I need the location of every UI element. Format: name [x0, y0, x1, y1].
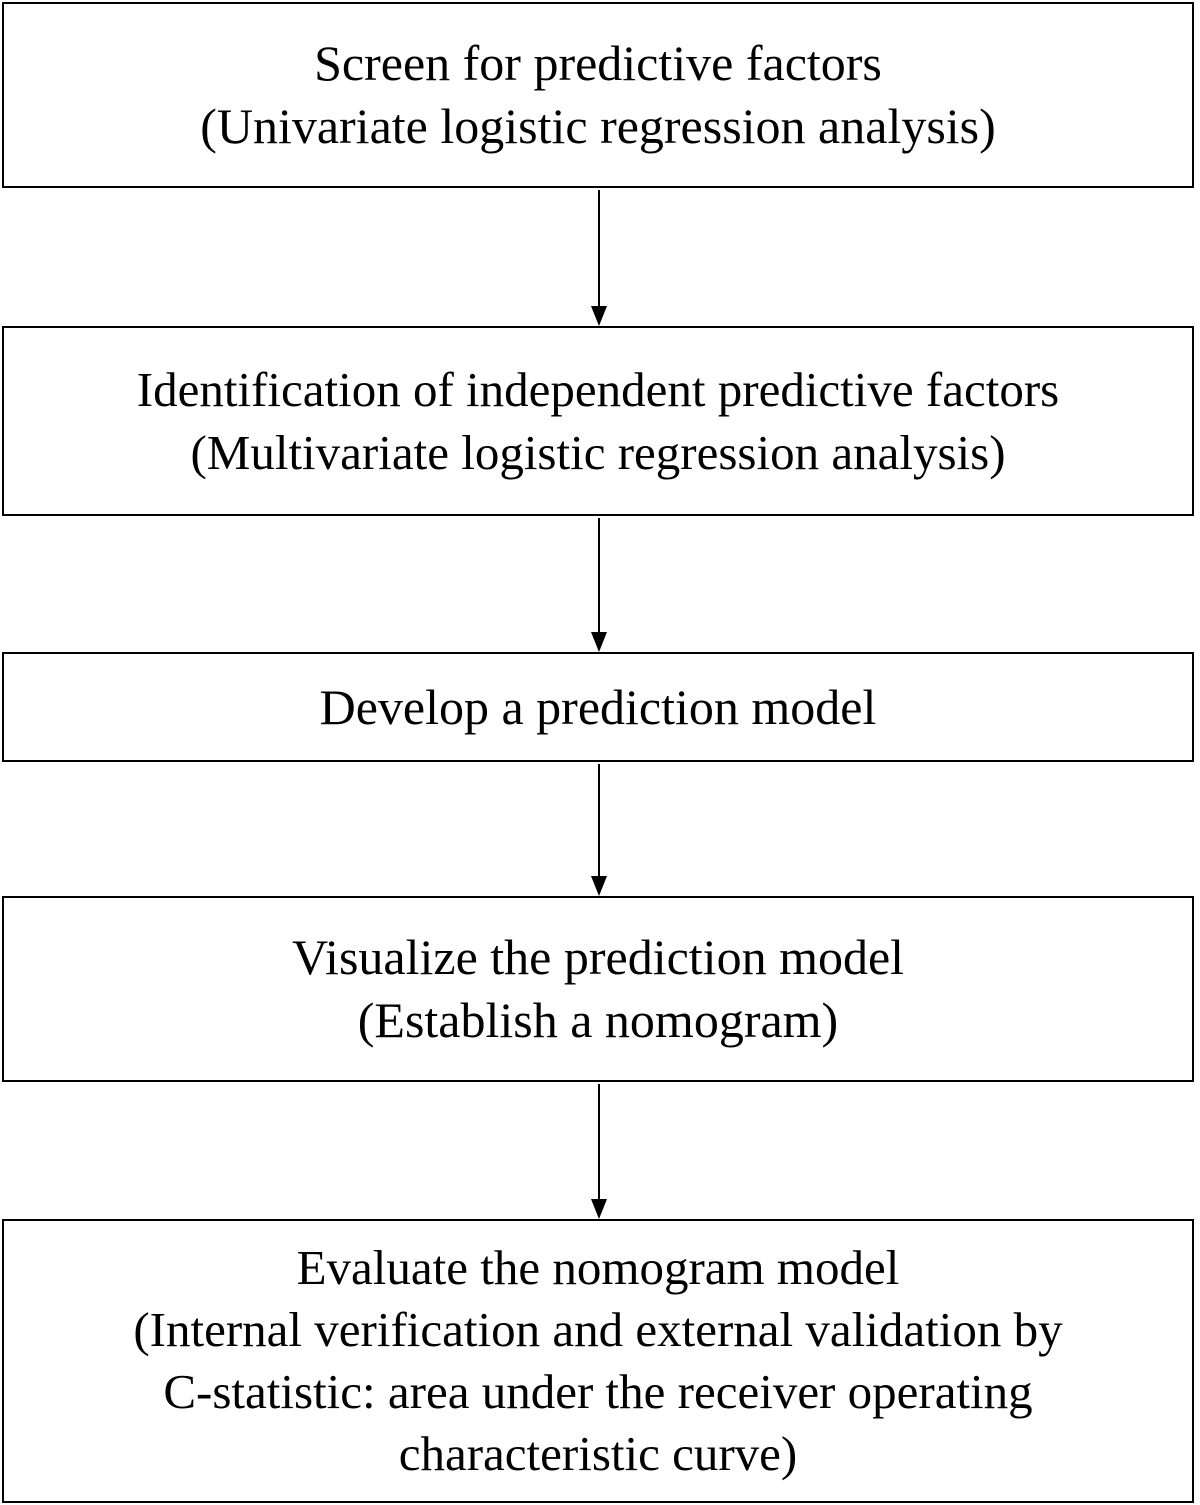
arrow-step-4-to-5 [591, 1084, 607, 1219]
step-1-title: Screen for predictive factors [314, 35, 882, 91]
arrow-step-1-to-2 [591, 190, 607, 326]
arrow-step-2-to-3 [591, 518, 607, 652]
step-1-subtitle: (Univariate logistic regression analysis… [200, 98, 996, 154]
step-4-title: Visualize the prediction model [291, 929, 905, 985]
step-3-title: Develop a prediction model [319, 678, 877, 735]
step-5-title: Evaluate the nomogram model [296, 1240, 900, 1295]
arrow-step-3-to-4 [591, 764, 607, 896]
step-2-box: Identification of independent predictive… [2, 326, 1194, 516]
step-4-subtitle: (Establish a nomogram) [357, 992, 839, 1048]
step-3-box: Develop a prediction model [2, 652, 1194, 762]
step-5-detail-line-1: (Internal verification and external vali… [133, 1302, 1063, 1357]
step-5-box: Evaluate the nomogram model (Internal ve… [2, 1219, 1194, 1503]
step-4-box: Visualize the prediction model (Establis… [2, 896, 1194, 1082]
step-2-subtitle: (Multivariate logistic regression analys… [190, 425, 1006, 480]
step-1-box: Screen for predictive factors (Univariat… [2, 2, 1194, 188]
step-5-detail-line-3: characteristic curve) [398, 1426, 798, 1481]
step-5-detail-line-2: C-statistic: area under the receiver ope… [163, 1364, 1033, 1419]
step-2-title: Identification of independent predictive… [136, 362, 1060, 417]
